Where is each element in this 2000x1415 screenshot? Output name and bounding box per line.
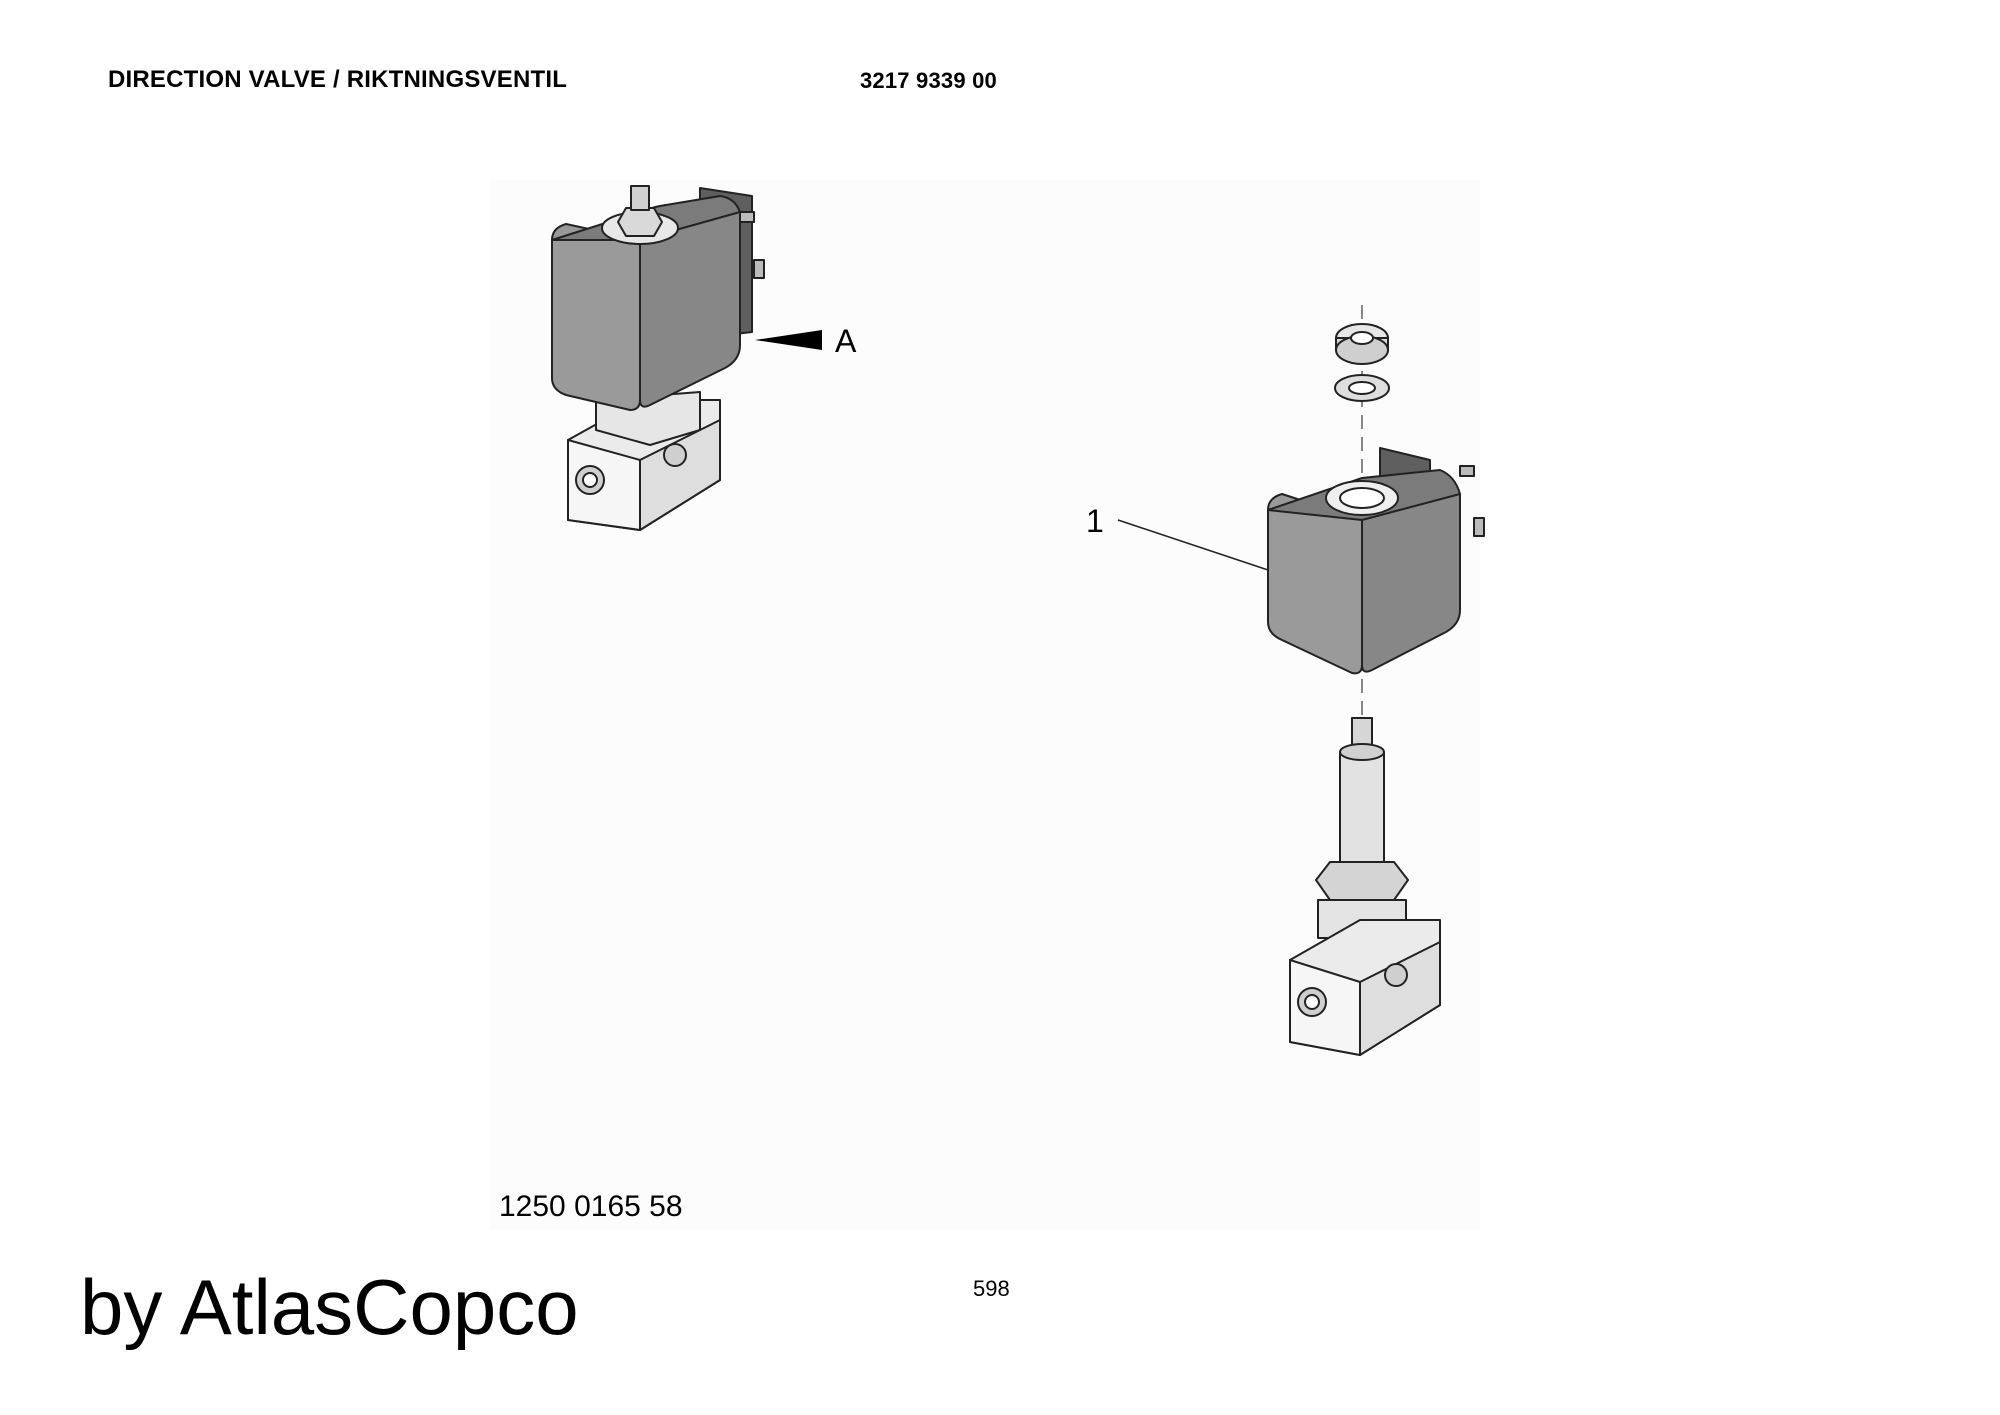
coil [1267,493,1363,675]
brand-footer: by AtlasCopco [80,1263,579,1351]
page-number: 598 [973,1276,1010,1301]
view-marker-label: A [835,323,857,359]
item-leader-line [1117,519,1269,571]
item-callout-1: 1 [1086,503,1104,539]
view-arrow [755,330,822,350]
exploded-valve [1267,305,1485,1056]
document-title: DIRECTION VALVE / RIKTNINGSVENTIL [108,66,568,93]
part-number: 3217 9339 00 [860,68,997,93]
armature-tube [1339,751,1385,873]
assembled-valve [551,185,765,531]
mounting-nut [1315,861,1409,901]
figure-number: 1250 0165 58 [499,1190,683,1223]
